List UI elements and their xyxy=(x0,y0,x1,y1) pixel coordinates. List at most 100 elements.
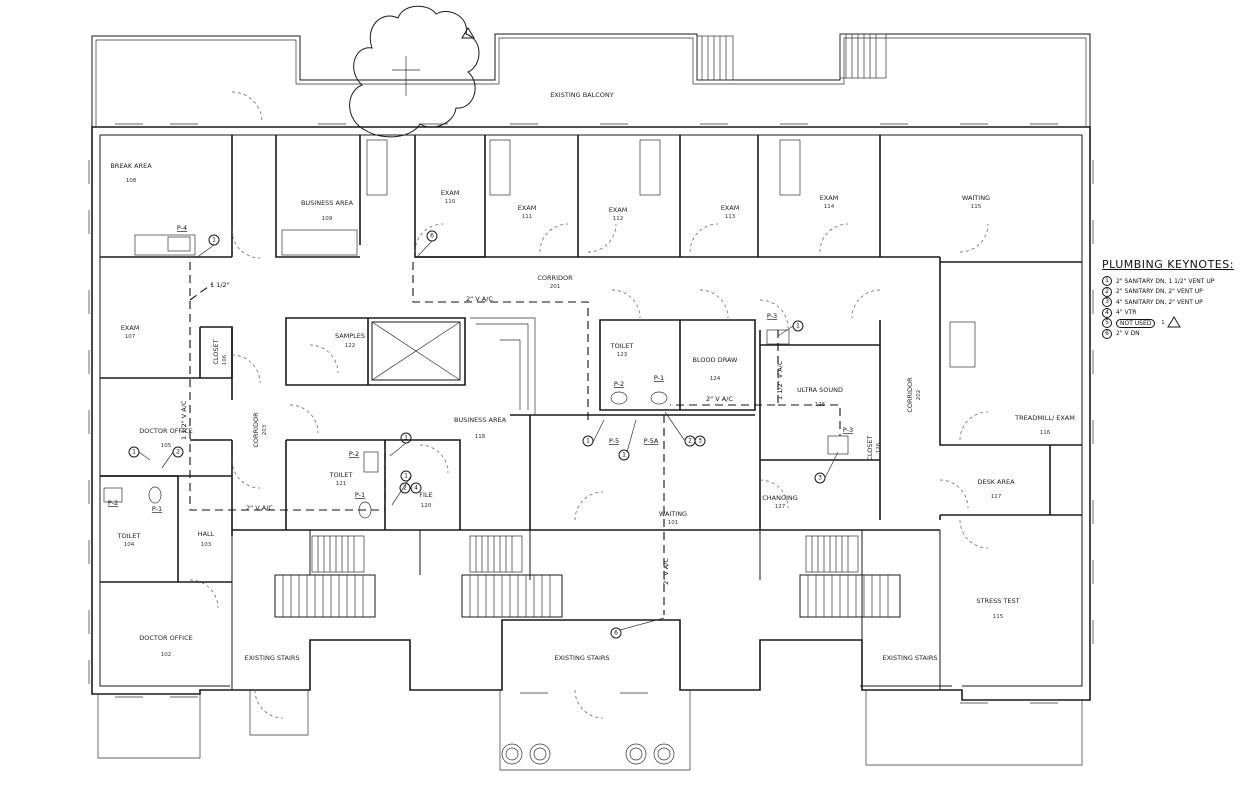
callout-keynote: 1 xyxy=(582,435,594,447)
keynote-text: 2" SANITARY DN, 2" VENT UP xyxy=(1116,288,1203,296)
lower-porches xyxy=(97,690,1083,771)
callout-keynote: 4 xyxy=(410,482,422,494)
keynote-text: 4" SANITARY DN, 2" VENT UP xyxy=(1116,298,1203,306)
room-file: FILE xyxy=(419,491,432,499)
room-doctor-office-105: DOCTOR OFFICE xyxy=(139,427,193,435)
keynote-number: 6 xyxy=(1102,328,1112,339)
room-waiting-115: WAITING xyxy=(962,194,990,202)
room-waiting-101-num: 101 xyxy=(668,520,679,526)
keynote-text: 4" VTR xyxy=(1116,309,1137,317)
room-toilet-121: TOILET xyxy=(329,471,353,479)
room-exam-111: EXAM xyxy=(518,204,537,212)
fixture-p2-left: P-2 xyxy=(108,499,118,507)
keynote-number: 1 xyxy=(1102,276,1112,287)
svg-text:3: 3 xyxy=(818,475,822,482)
room-exam-112: EXAM xyxy=(609,206,628,214)
callout-keynote: 3 xyxy=(694,435,706,447)
room-doctor-office-102: DOCTOR OFFICE xyxy=(139,634,193,642)
callout-keynote: 1 xyxy=(618,449,630,461)
fixture-p2-mid: P-2 xyxy=(349,450,359,458)
room-exam-111-num: 111 xyxy=(522,214,533,220)
callout-keynote: 2 xyxy=(399,482,411,494)
tree-symbol xyxy=(349,5,480,138)
room-existing-stairs-right: EXISTING STAIRS xyxy=(882,654,937,662)
room-doctor-office-105-num: 105 xyxy=(161,443,172,449)
room-waiting-115-num: 115 xyxy=(971,204,982,210)
pipe-note-vent-top: 2" V A/C xyxy=(466,295,493,303)
room-stress-test-num: 115 xyxy=(993,614,1004,620)
legend-item: 1 2" SANITARY DN, 1 1/2" VENT UP xyxy=(1102,276,1238,287)
pipe-note-center: 2" V A/C xyxy=(662,558,670,585)
keynote-number: 5 xyxy=(1102,318,1112,329)
room-closet-106: CLOSET xyxy=(212,339,220,364)
keynote-text: 2" SANITARY DN, 1 1/2" VENT UP xyxy=(1116,277,1215,285)
keynote-text: NOT USED xyxy=(1116,318,1156,328)
room-business-area-mid-num: 118 xyxy=(475,434,486,440)
legend-item: 2 2" SANITARY DN, 2" VENT UP xyxy=(1102,286,1238,298)
fixture-p3-lower: P-3 xyxy=(843,426,853,434)
fixture-p4: P-4 xyxy=(177,224,187,232)
interior-stairs xyxy=(274,535,901,618)
room-corridor-right: CORRIDOR xyxy=(906,377,914,413)
room-break-area: BREAK AREA xyxy=(110,162,152,170)
room-closet-106-num: 106 xyxy=(222,354,228,365)
room-desk-area-num: 117 xyxy=(991,494,1002,500)
fixture-p5a: P-5A xyxy=(644,437,659,445)
room-changing-num: 127 xyxy=(775,504,786,510)
room-ultra-sound-num: 125 xyxy=(815,402,826,408)
room-existing-stairs-left: EXISTING STAIRS xyxy=(244,654,299,662)
pipe-note-left-short: 1 1/2" xyxy=(210,281,230,289)
fixture-labels: P-4 P-3 P-2 P-1 P-5 P-5A P-3 P-2 P-1 P-2… xyxy=(108,224,853,513)
room-samples-num: 122 xyxy=(345,343,356,349)
svg-text:1: 1 xyxy=(404,435,408,442)
pipe-note-left-long: 1 1/2" V A/C xyxy=(180,400,188,440)
callout-keynote: 1 xyxy=(792,320,804,332)
pipe-note-bottom: 2" V A/C xyxy=(246,504,273,512)
room-corridor-left: CORRIDOR xyxy=(252,412,260,448)
legend-item: 5 NOT USED 1 xyxy=(1102,318,1238,329)
legend-item: 6 2" V DN xyxy=(1102,328,1238,340)
room-business-area-top-num: 109 xyxy=(322,216,333,222)
callout-keynote: 3 xyxy=(814,472,826,484)
room-hall-num: 103 xyxy=(201,542,212,548)
keynote-number: 2 xyxy=(1102,286,1112,297)
interior-walls xyxy=(100,135,1082,690)
fixture-p1-left: P-1 xyxy=(152,505,162,513)
room-changing: CHANGING xyxy=(762,494,798,502)
svg-text:6: 6 xyxy=(614,630,618,637)
callout-keynote: 2 xyxy=(172,446,184,458)
room-labels: BREAK AREA 108 BUSINESS AREA 109 EXAM 11… xyxy=(110,162,1075,662)
svg-text:1: 1 xyxy=(622,452,626,459)
building-outline xyxy=(91,126,1091,701)
room-desk-area: DESK AREA xyxy=(977,478,1015,486)
fixture-p3: P-3 xyxy=(767,312,777,320)
room-treadmill-exam-num: 116 xyxy=(1040,430,1051,436)
room-closet-126-num: 126 xyxy=(876,442,882,453)
vent-pipes xyxy=(189,262,841,615)
room-exam-114-num: 114 xyxy=(824,204,835,210)
keynote-callouts: 1 6 1 1 2 1 1 4 2 1 2 1 3 3 6 xyxy=(128,27,1181,639)
keynote-number: 4 xyxy=(1102,307,1112,318)
svg-text:1: 1 xyxy=(796,323,800,330)
balcony-label: EXISTING BALCONY xyxy=(550,91,613,99)
fixture-p1-mid: P-1 xyxy=(355,491,365,499)
legend-item: 3 4" SANITARY DN, 2" VENT UP xyxy=(1102,297,1238,308)
revision-mark: 1 xyxy=(1161,320,1165,327)
room-exam-113: EXAM xyxy=(721,204,740,212)
room-toilet-104-num: 104 xyxy=(124,542,135,548)
room-corridor-top: CORRIDOR xyxy=(537,274,573,282)
room-exam-110: EXAM xyxy=(441,189,460,197)
svg-text:4: 4 xyxy=(414,485,418,492)
room-stress-test: STRESS TEST xyxy=(976,597,1019,605)
callout-keynote: 1 xyxy=(208,234,220,246)
plumbing-keynotes-legend: PLUMBING KEYNOTES: 1 2" SANITARY DN, 1 1… xyxy=(1102,258,1238,339)
room-hall: HALL xyxy=(198,530,215,538)
svg-text:1: 1 xyxy=(404,473,408,480)
room-existing-stairs-center: EXISTING STAIRS xyxy=(554,654,609,662)
room-blood-draw-num: 124 xyxy=(710,376,721,382)
room-toilet-104: TOILET xyxy=(117,532,141,540)
keynote-text: 2" V DN xyxy=(1116,330,1140,338)
fixture-p2-upper: P-2 xyxy=(614,380,624,388)
room-exam-107: EXAM xyxy=(121,324,140,332)
